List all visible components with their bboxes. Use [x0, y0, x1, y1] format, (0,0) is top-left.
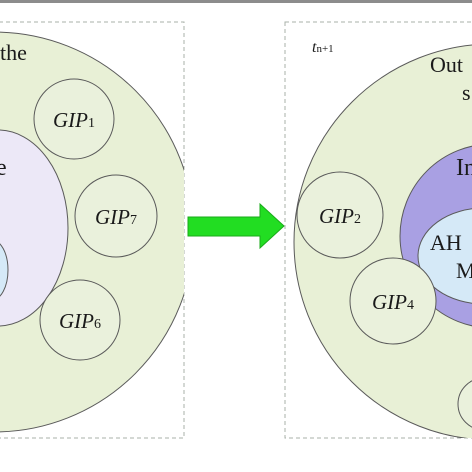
gip-node-right-bottom-label: GIP4 [372, 290, 414, 314]
right-outer-label-line2: s [462, 80, 471, 105]
left-core-circle [0, 243, 9, 297]
gip-node-left-bottom [39, 279, 121, 361]
right-inner-label: In [456, 155, 472, 181]
left-outer-label: the [0, 40, 27, 65]
right-outer-label-line1: Out [430, 52, 463, 77]
gip-node-left-top [33, 78, 115, 160]
time-label: tn+1 [312, 39, 334, 56]
gip-node-left-bottom-label: GIP6 [59, 309, 101, 333]
right-panel: tn+1 Out s In AH M GIP2 GIP4 [284, 21, 472, 439]
left-inner-label: e [0, 155, 7, 181]
gip-node-right-top-label: GIP2 [319, 204, 361, 228]
right-core-label-line1: AH [430, 230, 462, 255]
right-core-circle [417, 208, 472, 304]
gip-node-right-top [296, 171, 384, 259]
transition-arrow [187, 202, 285, 250]
gip-node-right-partial [457, 380, 472, 428]
gip-node-right-bottom [349, 257, 437, 345]
gip-node-left-top-label: GIP1 [53, 108, 95, 132]
left-panel: the e GIP1 GIP7 GIP6 [0, 21, 185, 439]
right-panel-border [284, 21, 472, 439]
left-inner-space-circle [0, 129, 69, 327]
right-outer-space-circle [293, 44, 472, 438]
right-core-label-line2: M [456, 258, 472, 283]
gip-node-left-middle-label: GIP7 [95, 205, 137, 229]
arrow-shape [187, 202, 285, 250]
top-border-line [0, 0, 472, 3]
gip-node-left-middle [74, 174, 158, 258]
